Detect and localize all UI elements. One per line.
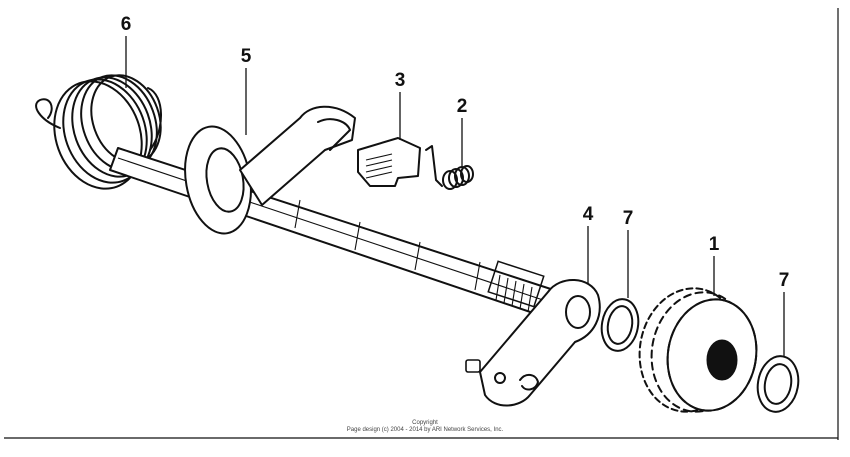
- part-3-pawl: [357, 137, 421, 187]
- copyright-line-2: Page design (c) 2004 - 2014 by ARI Netwo…: [346, 427, 504, 433]
- kick-starter-shaft: [109, 147, 561, 319]
- part-7-washer-right: [756, 355, 800, 413]
- callout-3: 3: [395, 70, 406, 91]
- part-4-lever: [465, 279, 601, 407]
- callout-2: 2: [457, 96, 468, 117]
- part-6-spring: [35, 74, 162, 190]
- shaft-splines: [487, 260, 545, 308]
- callout-7b: 7: [779, 270, 790, 291]
- gear-bore: [706, 339, 738, 381]
- part-5-ratchet: [184, 105, 356, 235]
- copyright-line-1: Copyright: [412, 420, 438, 426]
- part-2-pawl-spring: [425, 145, 474, 190]
- callout-1: 1: [709, 234, 720, 255]
- lever-pin: [465, 359, 481, 373]
- copyright-notice: Copyright Page design (c) 2004 - 2014 by…: [0, 420, 850, 434]
- part-1-gear: [638, 287, 758, 413]
- callout-7a: 7: [623, 208, 634, 229]
- callout-4: 4: [583, 204, 594, 225]
- callout-5: 5: [241, 46, 252, 67]
- callout-6: 6: [121, 14, 132, 35]
- part-7-washer-left: [600, 298, 640, 352]
